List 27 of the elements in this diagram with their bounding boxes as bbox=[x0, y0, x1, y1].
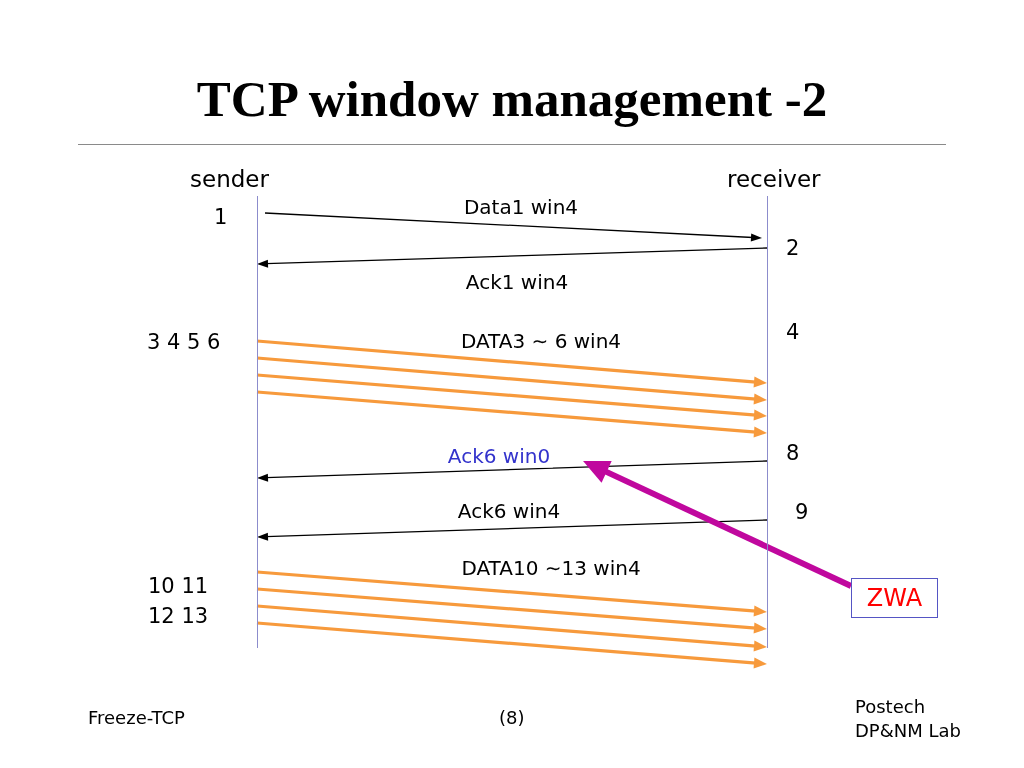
message-arrow bbox=[256, 390, 767, 438]
message-arrow bbox=[256, 570, 767, 617]
participant-label: sender bbox=[190, 166, 269, 192]
message-arrow bbox=[257, 247, 768, 268]
message-arrow bbox=[256, 587, 767, 634]
message-arrow bbox=[256, 373, 767, 421]
message-arrow bbox=[256, 356, 767, 405]
lab-name: Postech DP&NM Lab bbox=[855, 695, 962, 743]
participant-label: receiver bbox=[727, 166, 821, 192]
sequence-number: 9 bbox=[795, 500, 809, 524]
callout-box: ZWA bbox=[851, 578, 938, 618]
message-arrow bbox=[256, 339, 767, 388]
sequence-number: 8 bbox=[786, 441, 800, 465]
message-arrow bbox=[257, 519, 768, 541]
sequence-number: 1 bbox=[214, 205, 228, 229]
message-arrow bbox=[264, 212, 762, 242]
sequence-number: 10 11 12 13 bbox=[148, 573, 210, 630]
sequence-number: 4 bbox=[786, 320, 800, 344]
sequence-number: 3 4 5 6 bbox=[147, 330, 221, 354]
sequence-number: 2 bbox=[786, 236, 800, 260]
message-arrow bbox=[256, 621, 767, 669]
footer-text: Freeze-TCP bbox=[88, 707, 185, 729]
message-arrow bbox=[257, 460, 768, 482]
page-number: (8) bbox=[499, 707, 525, 729]
title: TCP window management -2 bbox=[196, 70, 828, 128]
message-arrow bbox=[256, 604, 767, 652]
callout-arrow bbox=[583, 460, 853, 589]
